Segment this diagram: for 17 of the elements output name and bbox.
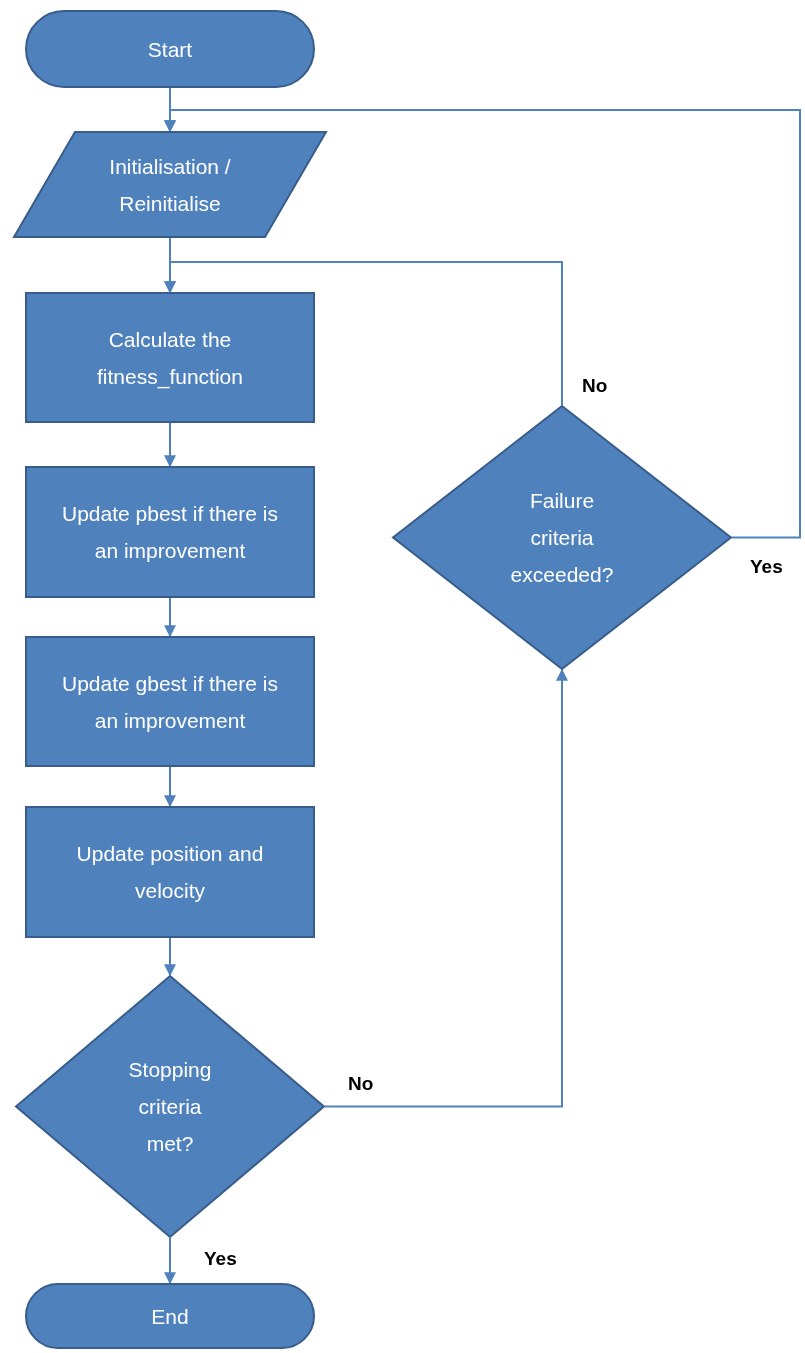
arrow <box>164 261 563 406</box>
arrow <box>164 109 801 539</box>
arrow <box>164 766 176 808</box>
node-text: Start <box>147 36 193 63</box>
arrow <box>164 937 176 977</box>
node-text: Initialisation / Reinitialise <box>108 153 232 217</box>
node-text: End <box>151 1303 189 1330</box>
node-text: Update gbest if there is an improvement <box>61 670 279 734</box>
arrow <box>164 597 176 638</box>
arrow <box>164 1237 176 1285</box>
node-text: Calculate the fitness_function <box>96 326 244 391</box>
node-text: Failure criteria exceeded? <box>509 488 615 588</box>
node-text: Stopping criteria met? <box>127 1057 213 1157</box>
node-text: Update pbest if there is an improvement <box>61 501 279 564</box>
arrow <box>164 422 176 468</box>
node-text: Update position and velocity <box>75 841 265 904</box>
arrow <box>324 668 568 1108</box>
